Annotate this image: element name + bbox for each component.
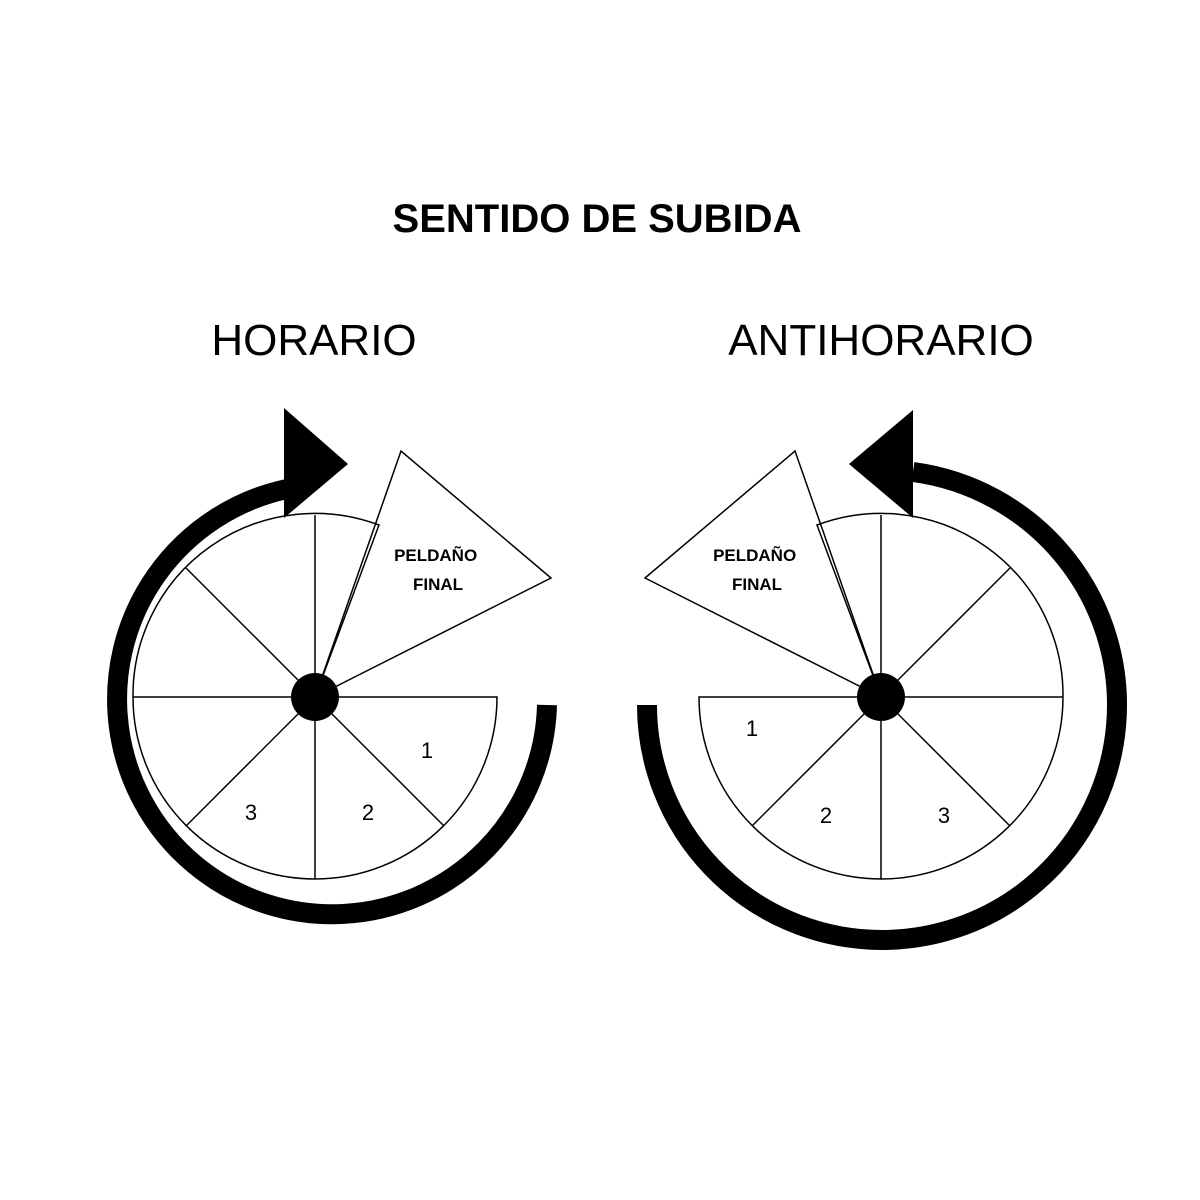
counterclockwise-step-number: 1 <box>746 716 758 741</box>
clockwise-step-number: 1 <box>421 738 433 763</box>
counterclockwise-step-divider <box>880 567 1011 698</box>
counterclockwise-arrowhead <box>849 410 913 518</box>
clockwise-step-divider <box>314 696 445 827</box>
clockwise-diagram: HORARIO PELDAÑO FINAL 1 2 3 <box>107 316 557 925</box>
clockwise-arrow-band <box>107 479 557 925</box>
counterclockwise-final-step-label: PELDAÑO FINAL <box>713 545 801 594</box>
clockwise-center-column <box>291 673 339 721</box>
clockwise-final-step <box>313 449 553 699</box>
counterclockwise-diagram: ANTIHORARIO PELDAÑO FINAL 1 2 3 <box>637 316 1127 950</box>
counterclockwise-center-column <box>857 673 905 721</box>
clockwise-step-number: 3 <box>245 800 257 825</box>
counterclockwise-step-divider <box>751 696 882 827</box>
counterclockwise-stair-outline <box>698 512 1064 880</box>
main-title: SENTIDO DE SUBIDA <box>393 197 802 241</box>
clockwise-step-number: 2 <box>362 800 374 825</box>
clockwise-step-divider <box>185 696 316 827</box>
clockwise-step-divider <box>185 567 316 698</box>
clockwise-arrowhead <box>284 408 348 518</box>
clockwise-stair-outline <box>132 512 498 880</box>
counterclockwise-step-number: 3 <box>938 803 950 828</box>
clockwise-label: HORARIO <box>211 316 416 365</box>
counterclockwise-final-step <box>643 449 883 699</box>
counterclockwise-step-number: 2 <box>820 803 832 828</box>
counterclockwise-label: ANTIHORARIO <box>728 316 1034 365</box>
counterclockwise-arrow-band <box>637 462 1127 950</box>
clockwise-final-step-label: PELDAÑO FINAL <box>394 545 482 594</box>
counterclockwise-step-divider <box>880 696 1011 827</box>
